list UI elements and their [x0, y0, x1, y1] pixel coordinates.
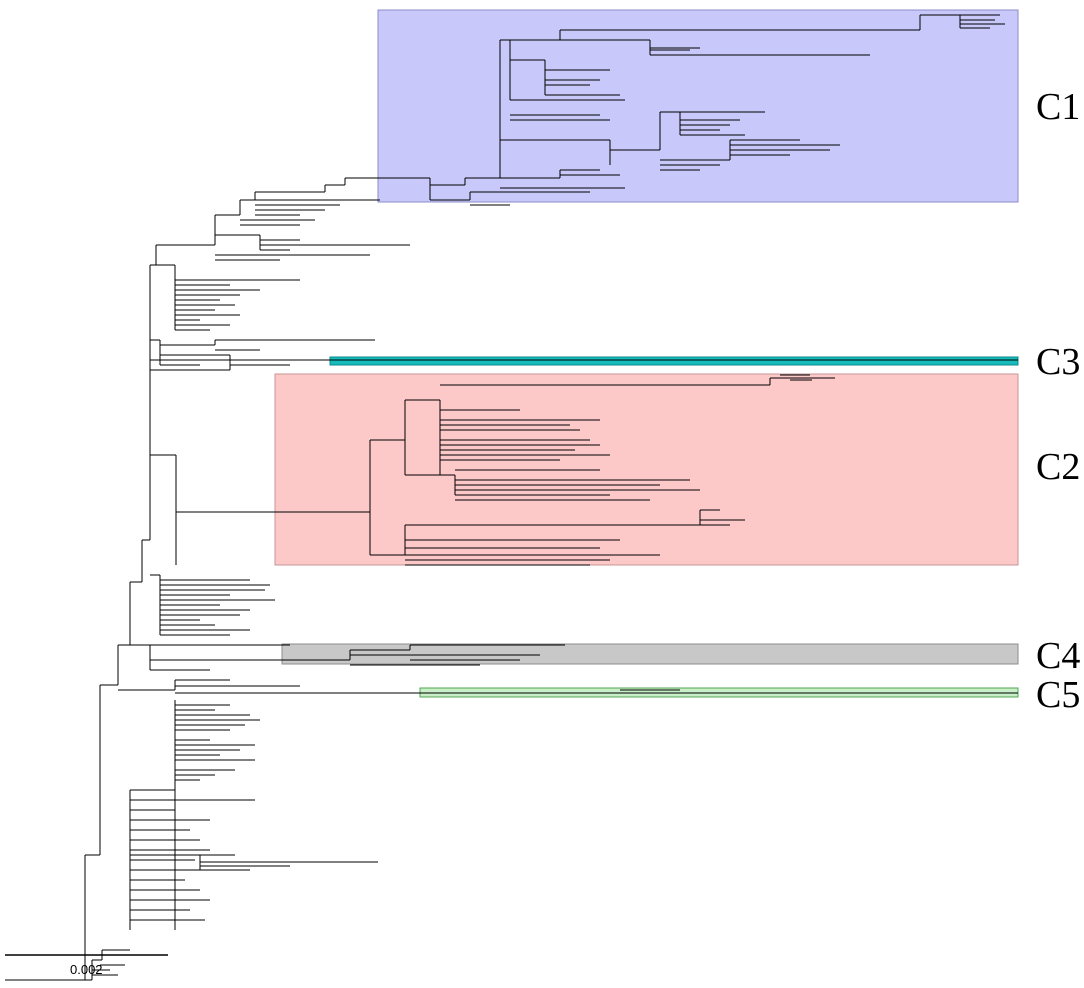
clade-label-c5: C5 [1036, 674, 1081, 716]
clade-c1-box [377, 9, 1019, 203]
scale-bar-label: 0.002 [70, 962, 103, 977]
clade-highlights [274, 9, 1019, 698]
tree-branches [5, 14, 1018, 981]
clade-label-c1: C1 [1036, 86, 1081, 128]
clade-c2-box [274, 373, 1019, 566]
clade-label-c2: C2 [1036, 446, 1081, 488]
clade-c4-box [281, 643, 1019, 665]
clade-label-c4: C4 [1036, 635, 1081, 677]
clade-c3-box [329, 356, 1019, 366]
clade-label-c3: C3 [1036, 341, 1081, 383]
